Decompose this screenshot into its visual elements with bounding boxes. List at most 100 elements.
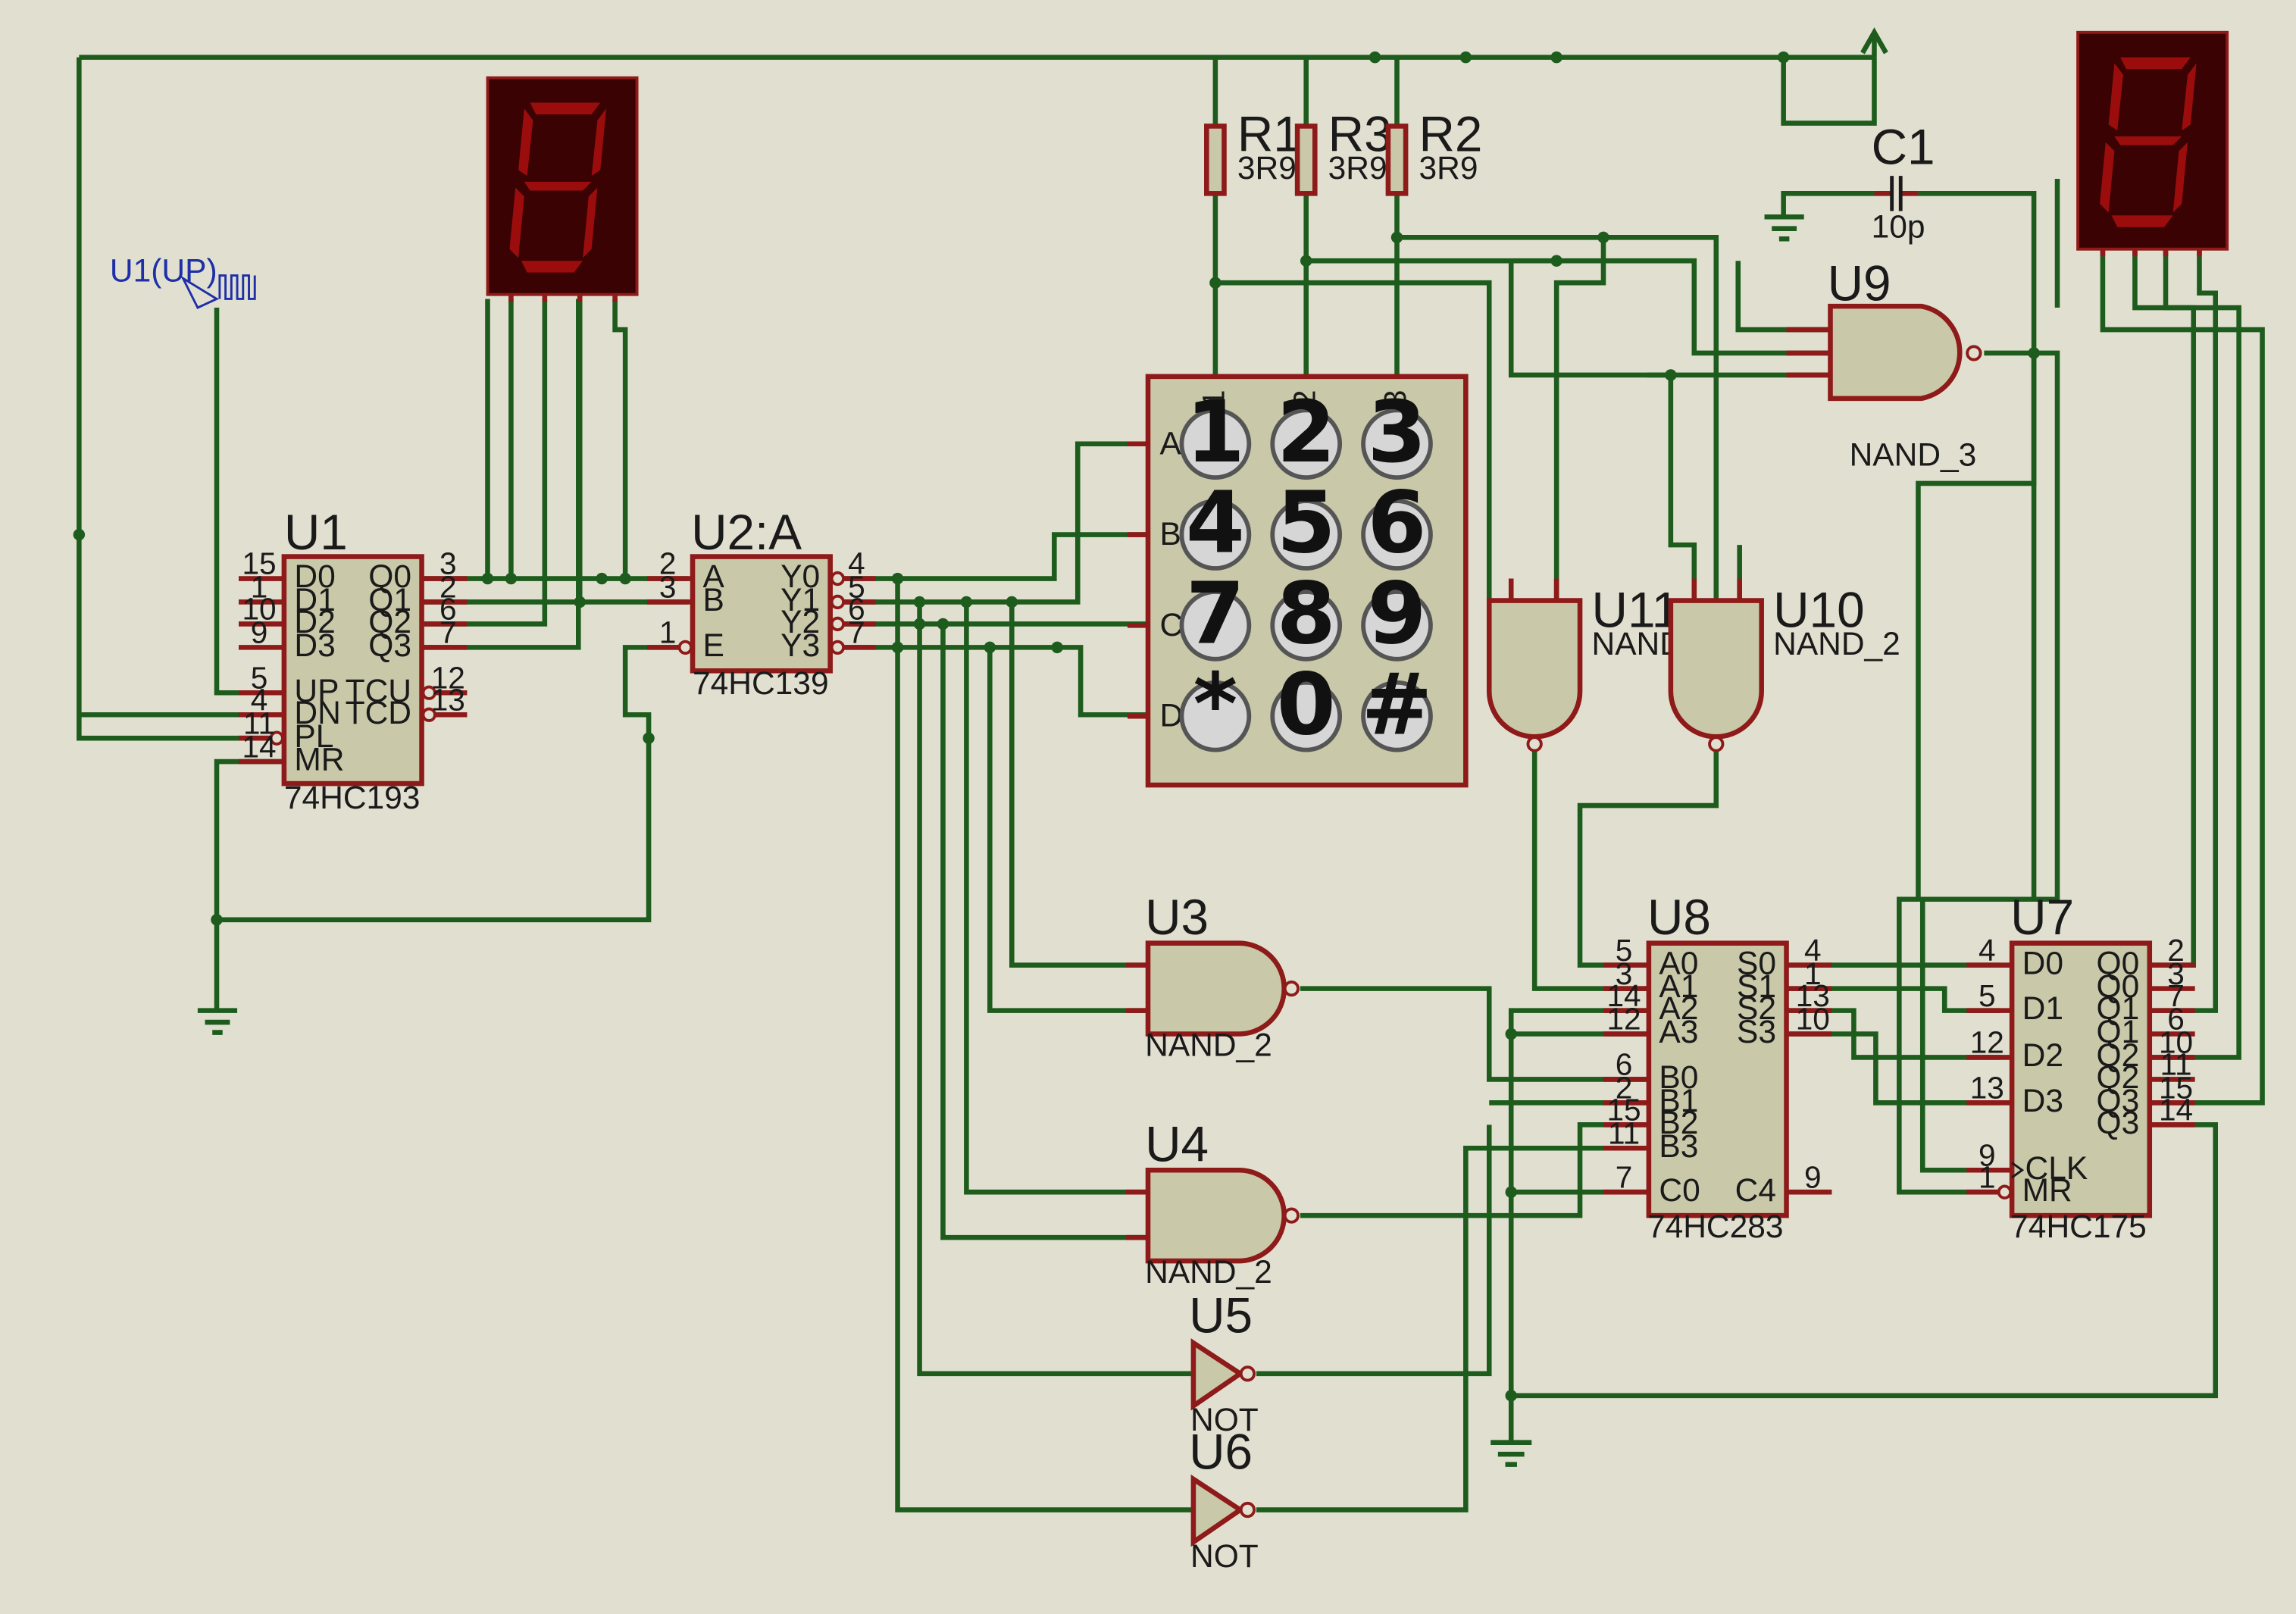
pin-name: Q3 — [368, 628, 411, 664]
pin-name: TCD — [346, 696, 411, 731]
resistor-r3[interactable]: R3 3R9 — [1294, 106, 1392, 196]
pin-number: 4 — [1979, 933, 1996, 968]
junctions — [73, 51, 2040, 1402]
keypad-key[interactable]: 8 — [1270, 565, 1343, 664]
pin-number: 2 — [2167, 933, 2185, 968]
pin-number: 1 — [251, 570, 268, 605]
pin-number: 9 — [1979, 1137, 1996, 1172]
key-button[interactable] — [1179, 408, 1252, 480]
pin-number: 5 — [1616, 933, 1633, 968]
pin-name: D3 — [2022, 1084, 2063, 1119]
pin-name: MR — [2022, 1173, 2072, 1209]
key-button[interactable] — [1361, 680, 1433, 752]
u10-ref: U10 — [1773, 582, 1865, 637]
r1-value: 3R9 — [1237, 151, 1297, 186]
seven-segment-display-right — [2076, 30, 2229, 257]
pin-number: 1 — [659, 615, 677, 650]
keypad-key[interactable]: 9 — [1361, 565, 1433, 664]
keypad-key[interactable]: 3 — [1361, 383, 1433, 482]
pin-number: 6 — [2167, 1002, 2185, 1037]
gate-u5-not[interactable]: U5 NOT — [1189, 1288, 1259, 1438]
u1-ref: U1 — [284, 505, 348, 560]
clock-edge-icon — [2011, 1162, 2025, 1179]
inverter-bubble — [421, 707, 436, 722]
keypad-key[interactable]: # — [1361, 655, 1433, 754]
keypad-key[interactable]: * — [1179, 655, 1252, 754]
ground-icon — [1764, 214, 1804, 242]
key-button[interactable] — [1270, 408, 1343, 480]
key-button[interactable] — [1361, 499, 1433, 571]
resistor-r1[interactable]: R1 3R9 — [1204, 106, 1301, 196]
keypad-row-label: B — [1159, 517, 1181, 552]
pin-name: CLK — [2025, 1151, 2088, 1187]
gate-u10-nand2[interactable]: U10 NAND_2 — [1668, 578, 1900, 752]
u8-part: 74HC283 — [1647, 1209, 1784, 1245]
pin-name: D1 — [294, 583, 335, 618]
u2-part: 74HC139 — [693, 666, 829, 702]
keypad-key[interactable]: 5 — [1270, 474, 1343, 573]
pin-number: 9 — [1804, 1159, 1822, 1194]
clock-generator[interactable]: U1(UP) — [110, 253, 256, 309]
pin-name: B2 — [1659, 1106, 1698, 1141]
key-label: 9 — [1368, 565, 1427, 664]
key-button[interactable] — [1270, 590, 1343, 662]
key-button[interactable] — [1270, 680, 1343, 752]
pin-name: B1 — [1659, 1084, 1698, 1119]
pin-number: 11 — [243, 705, 275, 740]
key-button[interactable] — [1179, 680, 1252, 752]
keypad-key[interactable]: 7 — [1179, 565, 1252, 664]
u6-part: NOT — [1190, 1539, 1259, 1575]
keypad-col-number: 3 — [1378, 390, 1412, 408]
pin-name: PL — [294, 719, 333, 755]
keypad-key[interactable]: 0 — [1270, 655, 1343, 754]
key-button[interactable] — [1361, 408, 1433, 480]
pin-name: C4 — [1735, 1173, 1776, 1209]
gate-u6-not[interactable]: U6 NOT — [1189, 1424, 1259, 1574]
pin-number: 3 — [2167, 956, 2185, 991]
vcc-arrow-icon — [1860, 27, 1888, 58]
pin-name: Q0 — [368, 559, 411, 595]
pin-number: 15 — [2159, 1071, 2193, 1106]
key-button[interactable] — [1179, 499, 1252, 571]
key-label: * — [1193, 655, 1238, 754]
pin-number: 1 — [1979, 1159, 1996, 1194]
key-button[interactable] — [1179, 590, 1252, 662]
pin-number: 2 — [439, 570, 457, 605]
pin-number: 15 — [242, 546, 276, 581]
u3-ref: U3 — [1145, 890, 1209, 945]
pin-name: Q2 — [2097, 1060, 2140, 1096]
pin-number: 12 — [1606, 1002, 1641, 1037]
key-button[interactable] — [1361, 590, 1433, 662]
keypad-row-label: C — [1159, 608, 1183, 643]
keypad-key[interactable]: 4 — [1179, 474, 1252, 573]
pin-name: D1 — [2022, 991, 2063, 1027]
gate-u3-nand2[interactable]: U3 NAND_2 — [1126, 890, 1300, 1064]
c1-value: 10p — [1872, 209, 1925, 245]
keypad-key[interactable]: 6 — [1361, 474, 1433, 573]
key-button[interactable] — [1270, 499, 1343, 571]
pin-name: D2 — [294, 605, 335, 640]
keypad-key[interactable]: 2 — [1270, 383, 1343, 482]
key-label: 6 — [1368, 474, 1427, 573]
capacitor-c1[interactable]: C1 10p — [1872, 120, 1935, 246]
key-label: 5 — [1277, 474, 1336, 573]
resistor-r2[interactable]: R2 3R9 — [1385, 106, 1483, 196]
key-label: 2 — [1277, 383, 1336, 482]
gate-u9-nand3[interactable]: U9 NAND_3 — [1786, 255, 1982, 474]
keypad-row-label: A — [1159, 426, 1181, 461]
pin-number: 9 — [251, 615, 268, 650]
gate-u4-nand2[interactable]: U4 NAND_2 — [1126, 1117, 1300, 1290]
pin-number: 3 — [659, 570, 677, 605]
pin-name: D0 — [2022, 946, 2063, 981]
key-label: 4 — [1186, 474, 1245, 573]
keypad-key[interactable]: 1 — [1179, 383, 1252, 482]
ground-icon — [197, 1008, 238, 1035]
